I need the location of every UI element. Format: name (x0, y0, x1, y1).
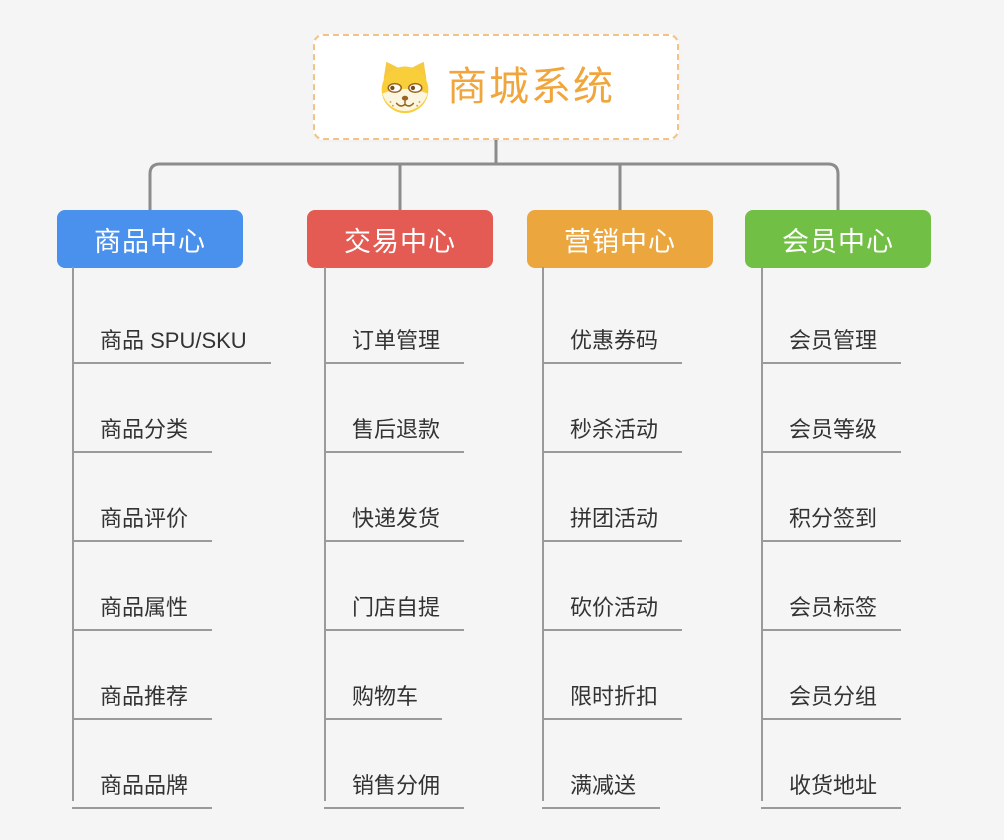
leaf-label: 满减送 (570, 773, 637, 798)
branch-label: 商品中心 (94, 226, 206, 257)
leaf-node[interactable]: 收货地址 (761, 752, 902, 809)
leaf-node[interactable]: 积分签到 (761, 485, 902, 542)
leaf-node[interactable]: 会员分组 (761, 663, 902, 720)
leaf-label: 拼团活动 (570, 506, 659, 531)
leaf-label: 会员管理 (789, 328, 878, 353)
leaf-node[interactable]: 商品评价 (72, 485, 213, 542)
leaf-label: 商品推荐 (100, 684, 189, 709)
leaf-label: 积分签到 (789, 506, 878, 531)
branch-label: 交易中心 (344, 226, 456, 257)
leaf-label: 销售分佣 (352, 773, 441, 798)
leaf-label: 商品 SPU/SKU (100, 328, 247, 353)
leaf-label: 快递发货 (352, 506, 441, 531)
leaf-node[interactable]: 砍价活动 (542, 574, 683, 631)
branch-spine-line (324, 267, 326, 801)
leaf-label: 会员等级 (789, 417, 878, 442)
leaf-label: 限时折扣 (570, 684, 659, 709)
branch-node-member-center[interactable]: 会员中心 (745, 210, 931, 268)
leaf-node[interactable]: 限时折扣 (542, 663, 683, 720)
leaf-label: 优惠券码 (570, 328, 659, 353)
connector-path (148, 140, 840, 211)
leaf-node[interactable]: 优惠券码 (542, 307, 683, 364)
leaf-label: 砍价活动 (570, 595, 659, 620)
root-title: 商城系统 (447, 65, 615, 109)
leaf-node[interactable]: 商品推荐 (72, 663, 213, 720)
branch-node-trade-center[interactable]: 交易中心 (307, 210, 493, 268)
leaf-node[interactable]: 商品分类 (72, 396, 213, 453)
branch-node-product-center[interactable]: 商品中心 (57, 210, 243, 268)
leaf-node[interactable]: 销售分佣 (324, 752, 465, 809)
leaf-label: 商品属性 (100, 595, 189, 620)
leaf-node[interactable]: 会员管理 (761, 307, 902, 364)
leaf-label: 收货地址 (789, 773, 878, 798)
leaf-label: 会员标签 (789, 595, 878, 620)
leaf-node[interactable]: 商品 SPU/SKU (72, 307, 271, 364)
leaf-label: 订单管理 (352, 328, 441, 353)
branch-label: 营销中心 (564, 226, 676, 257)
leaf-node[interactable]: 购物车 (324, 663, 443, 720)
leaf-node[interactable]: 快递发货 (324, 485, 465, 542)
leaf-node[interactable]: 商品属性 (72, 574, 213, 631)
leaf-node[interactable]: 商品品牌 (72, 752, 213, 809)
branch-spine-line (761, 267, 763, 801)
dog-face-icon (377, 59, 433, 115)
leaf-label: 售后退款 (352, 417, 441, 442)
leaf-node[interactable]: 拼团活动 (542, 485, 683, 542)
leaf-label: 购物车 (352, 684, 419, 709)
branch-spine-line (72, 267, 74, 801)
leaf-label: 商品评价 (100, 506, 189, 531)
leaf-node[interactable]: 满减送 (542, 752, 661, 809)
root-node-mall-system[interactable]: 商城系统 (313, 34, 679, 140)
branch-spine-line (542, 267, 544, 801)
leaf-label: 商品分类 (100, 417, 189, 442)
leaf-label: 商品品牌 (100, 773, 189, 798)
leaf-node[interactable]: 订单管理 (324, 307, 465, 364)
branch-node-marketing-center[interactable]: 营销中心 (527, 210, 713, 268)
leaf-label: 会员分组 (789, 684, 878, 709)
leaf-node[interactable]: 售后退款 (324, 396, 465, 453)
leaf-label: 门店自提 (352, 595, 441, 620)
leaf-node[interactable]: 会员标签 (761, 574, 902, 631)
leaf-node[interactable]: 会员等级 (761, 396, 902, 453)
leaf-label: 秒杀活动 (570, 417, 659, 442)
leaf-node[interactable]: 秒杀活动 (542, 396, 683, 453)
leaf-node[interactable]: 门店自提 (324, 574, 465, 631)
branch-label: 会员中心 (782, 226, 894, 257)
